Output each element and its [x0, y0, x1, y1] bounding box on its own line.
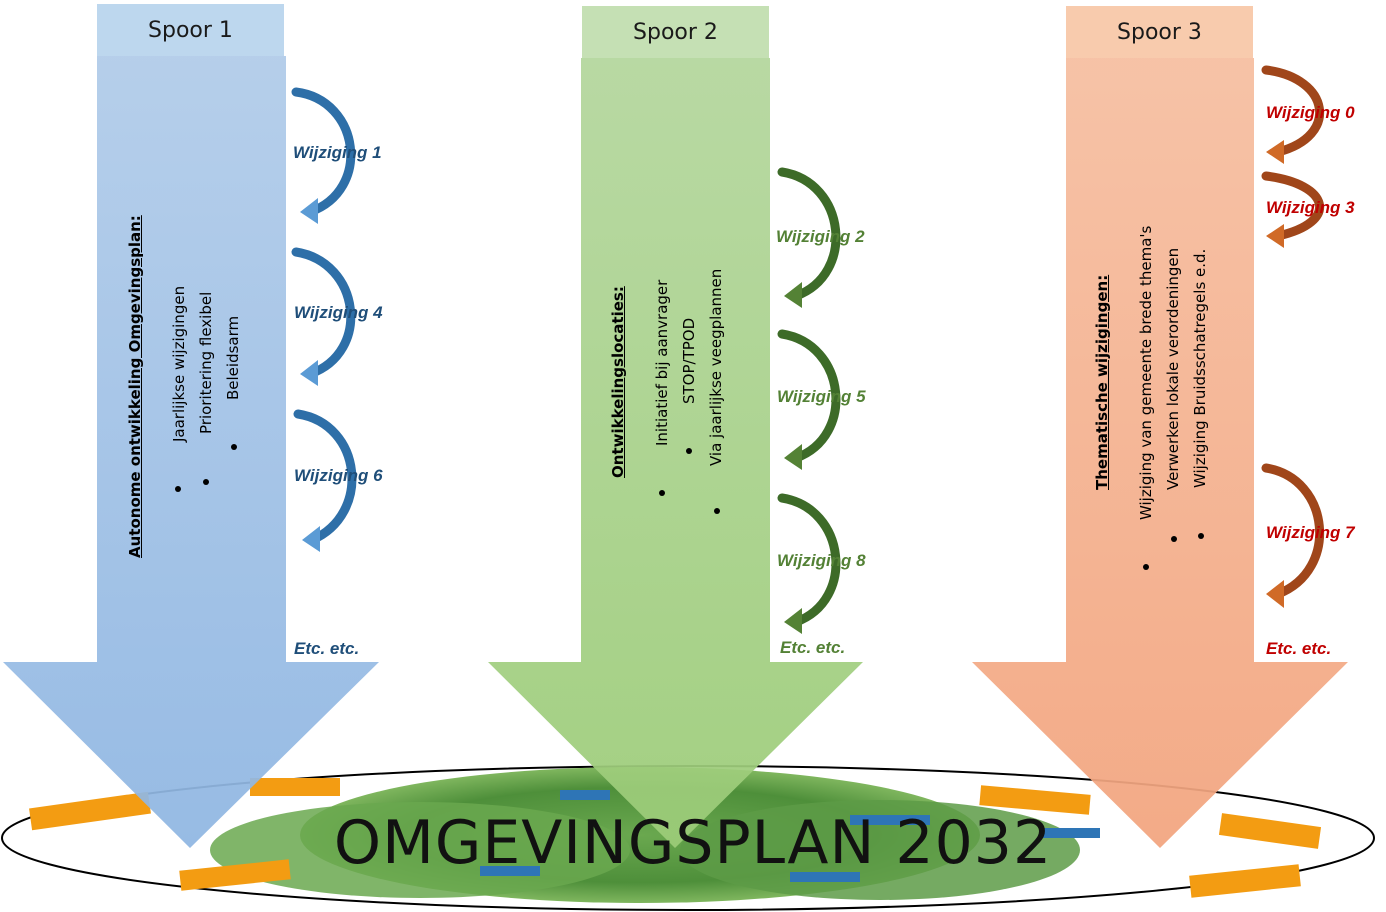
track-1-title: Autonome ontwikkeling Omgevingsplan: [126, 215, 144, 558]
track-1-header: Spoor 1 [97, 4, 284, 56]
change-arrows-track-2 [777, 167, 841, 634]
change-label: Wijziging 1 [293, 143, 382, 162]
change-arrows-track-3 [1261, 65, 1325, 608]
track-3-item: Verwerken lokale verordeningen [1164, 247, 1182, 490]
track-2-item: Initiatief bij aanvrager [653, 279, 671, 446]
track-3-title: Thematische wijzigingen: [1093, 274, 1111, 490]
track-2-arrow [488, 58, 863, 848]
bullet [231, 444, 237, 450]
plan-title: OMGEVINGSPLAN 2032 [333, 808, 1053, 878]
track-2-header: Spoor 2 [582, 6, 769, 58]
change-label: Wijziging 7 [1266, 523, 1355, 542]
bullet [714, 508, 720, 514]
change-label: Wijziging 8 [777, 551, 866, 570]
change-label: Wijziging 3 [1266, 198, 1355, 217]
track-1-item: Prioritering flexibel [197, 291, 215, 434]
etc-label: Etc. etc. [294, 639, 360, 658]
change-label: Wijziging 5 [777, 387, 866, 406]
change-label: Wijziging 4 [294, 303, 383, 322]
etc-label: Etc. etc. [1266, 639, 1332, 658]
track-2-title: Ontwikkelingslocaties: [609, 286, 627, 478]
change-label: Wijziging 6 [294, 466, 383, 485]
bullet [1171, 536, 1177, 542]
bullet [175, 486, 181, 492]
bullet [1143, 564, 1149, 570]
change-label: Wijziging 0 [1266, 103, 1355, 122]
track-1-item: Beleidsarm [224, 315, 242, 400]
track-3-item: Wijziging Bruidsschatregels e.d. [1191, 248, 1209, 488]
bullet [659, 490, 665, 496]
bullet [203, 479, 209, 485]
track-1-arrow [3, 56, 379, 848]
track-3-arrow [972, 58, 1348, 848]
track-2-item: STOP/TPOD [680, 317, 698, 404]
bullet [1198, 533, 1204, 539]
change-arrows-track-1 [291, 87, 357, 552]
track-1-item: Jaarlijkse wijzigingen [170, 285, 188, 442]
change-label: Wijziging 2 [776, 227, 865, 246]
track-2-item: Via jaarlijkse veegplannen [707, 268, 725, 466]
track-3-header: Spoor 3 [1066, 6, 1253, 58]
track-3-item: Wijziging van gemeente brede thema's [1137, 225, 1155, 520]
bullet [686, 448, 692, 454]
etc-label: Etc. etc. [780, 638, 846, 657]
map-ellipse [1, 765, 1375, 911]
